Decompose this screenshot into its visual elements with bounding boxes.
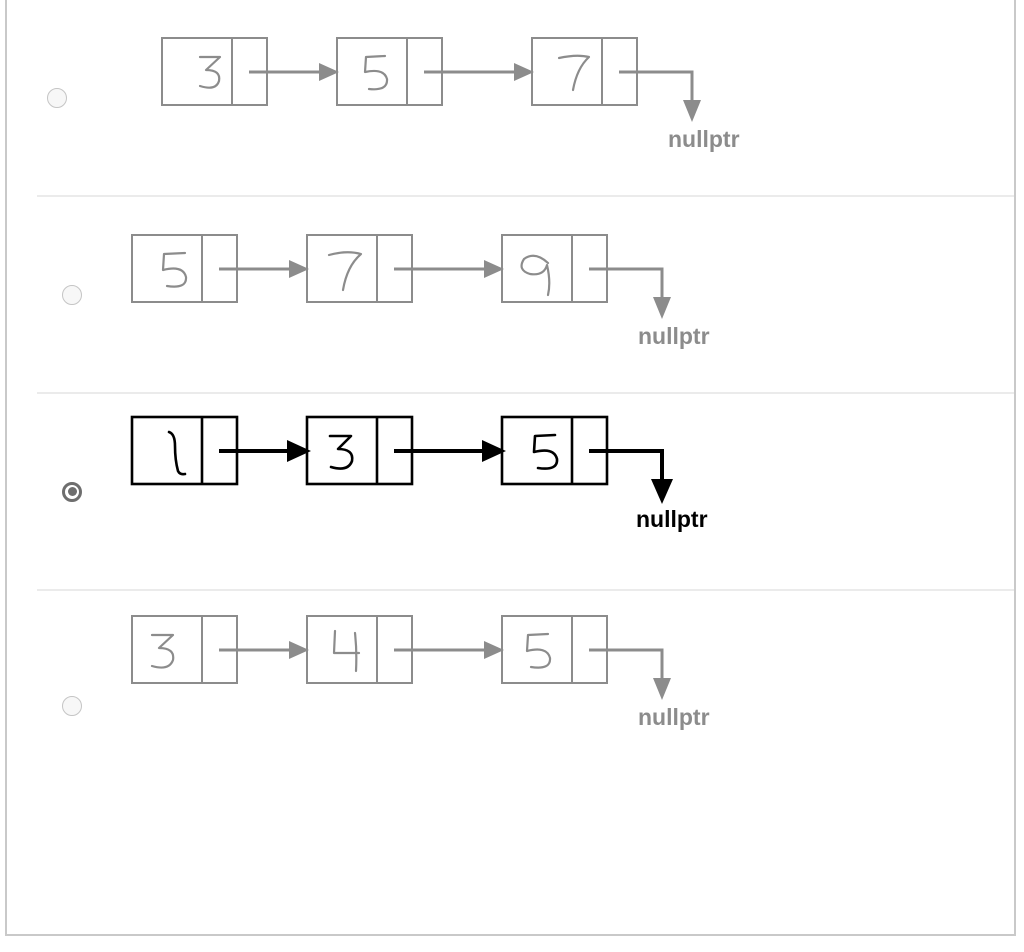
nullptr-label-c: nullptr [636,506,708,532]
linked-list-svg-c [107,394,807,594]
radio-cell-c[interactable] [37,481,107,502]
linked-list-svg-b [107,197,807,397]
radio-button-a[interactable] [47,87,67,108]
linked-list-diagram-a: nullptr [107,0,1014,195]
radio-button-b[interactable] [62,284,82,305]
linked-list-diagram-c: nullptr [107,394,1014,589]
radio-cell-d[interactable] [37,696,107,716]
nullptr-label-d: nullptr [638,704,710,730]
linked-list-svg-d [107,591,807,826]
linked-list-diagram-b: nullptr [107,197,1014,392]
radio-button-d[interactable] [62,696,82,716]
nullptr-label-a: nullptr [668,126,740,152]
linked-list-diagram-d: nullptr [107,591,1014,821]
radio-cell-a[interactable] [7,87,107,108]
linked-list-svg-a [107,0,807,200]
radio-cell-b[interactable] [37,284,107,305]
option-row-b[interactable]: nullptr [37,195,1014,392]
nullptr-label-b: nullptr [638,323,710,349]
radio-button-c[interactable] [62,481,82,502]
choice-panel: nullptr [5,0,1016,936]
option-row-c[interactable]: nullptr [37,392,1014,589]
option-row-d[interactable]: nullptr [37,589,1014,821]
option-row-a[interactable]: nullptr [7,0,1014,195]
